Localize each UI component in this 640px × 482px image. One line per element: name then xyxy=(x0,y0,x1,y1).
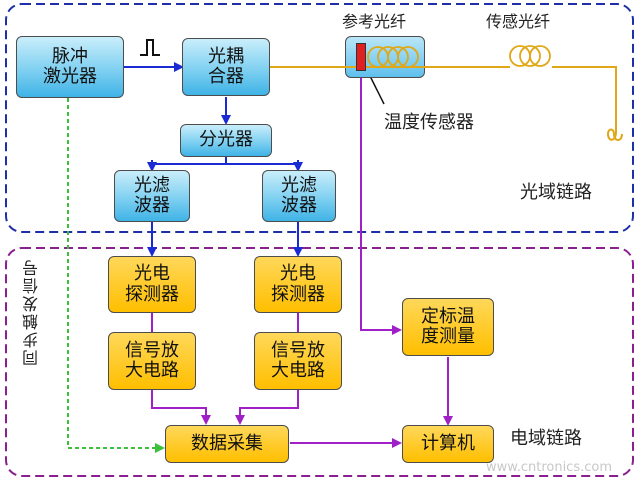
arrow-amp-left-to-acquisition xyxy=(151,390,211,425)
photodetector-right-block: 光电 探测器 xyxy=(254,256,342,313)
calibration-temperature-block: 定标温 度测量 xyxy=(402,298,494,356)
sensing-fiber-label: 传感光纤 xyxy=(486,12,551,31)
optical-filter-left-block: 光滤 波器 xyxy=(114,170,190,222)
arrow-sensor-to-calibration xyxy=(360,73,402,335)
splitter-branch-lines xyxy=(151,157,299,169)
data-acquisition-block: 数据采集 xyxy=(165,425,289,463)
electrical-domain-frame xyxy=(5,247,634,477)
optical-coupler-block: 光耦 合器 xyxy=(182,38,270,96)
optical-splitter-block: 分光器 xyxy=(180,124,272,157)
temperature-sensor-icon xyxy=(356,43,366,71)
sensing-fiber-coil-icon xyxy=(509,45,551,67)
fiber-tail xyxy=(552,66,617,132)
optical-domain-label: 光域链路 xyxy=(520,182,592,203)
computer-block: 计算机 xyxy=(402,425,494,463)
reference-fiber-label: 参考光纤 xyxy=(342,12,407,31)
amplifier-left-block: 信号放 大电路 xyxy=(108,332,196,390)
temperature-sensor-label: 温度传感器 xyxy=(384,112,474,133)
pulse-laser-block: 脉冲 激光器 xyxy=(16,36,124,98)
optical-domain-frame xyxy=(5,3,634,233)
pulse-waveform-icon xyxy=(140,39,160,56)
sync-trigger-label: 同步触发信号 xyxy=(22,258,41,366)
arrow-amp-right-to-acquisition xyxy=(235,390,299,425)
sync-trigger-line xyxy=(67,98,165,453)
electrical-domain-label: 电域链路 xyxy=(510,428,582,449)
photodetector-left-block: 光电 探测器 xyxy=(108,256,196,313)
fiber-end-loop-icon xyxy=(606,128,623,141)
optical-filter-right-block: 光滤 波器 xyxy=(262,170,336,222)
watermark: www.cntronics.com xyxy=(486,460,613,475)
amplifier-right-block: 信号放 大电路 xyxy=(254,332,342,390)
